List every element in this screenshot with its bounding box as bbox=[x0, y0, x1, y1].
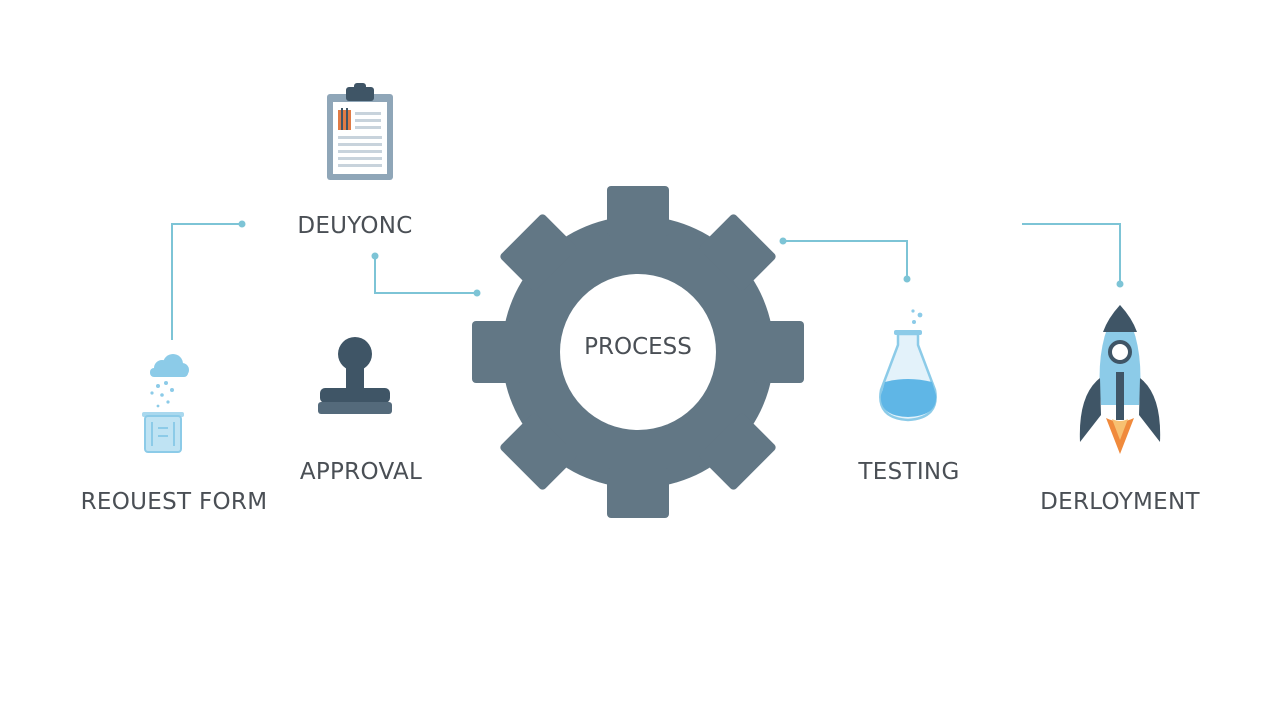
stamp-icon bbox=[318, 337, 392, 414]
testing-label: TESTING bbox=[858, 459, 960, 485]
beaker-cloud-icon bbox=[142, 354, 189, 453]
connector-dot bbox=[371, 252, 379, 260]
connector-develop-to-process bbox=[374, 256, 477, 294]
connector-process-to-testing bbox=[783, 240, 908, 279]
connector-request-to-develop bbox=[171, 223, 242, 340]
rocket-icon bbox=[1079, 305, 1161, 454]
connector-lines bbox=[171, 223, 1121, 340]
gear-icon bbox=[472, 186, 804, 518]
deployment-label: DERLOYMENT bbox=[1040, 489, 1200, 515]
connector-to-deployment bbox=[1022, 223, 1121, 284]
clipboard-icon bbox=[327, 83, 393, 180]
connector-dots bbox=[238, 220, 1124, 297]
connector-dot bbox=[779, 237, 787, 245]
request-form-label: REOUEST FORM bbox=[80, 489, 268, 515]
process-label: PROCESS bbox=[584, 334, 692, 360]
connector-dot bbox=[238, 220, 246, 228]
approval-label: APPROVAL bbox=[299, 459, 423, 485]
develop-label: DEUYONC bbox=[297, 213, 413, 239]
connector-dot bbox=[473, 289, 481, 297]
connector-dot bbox=[903, 275, 911, 283]
flask-icon bbox=[879, 309, 937, 422]
connector-dot bbox=[1116, 280, 1124, 288]
